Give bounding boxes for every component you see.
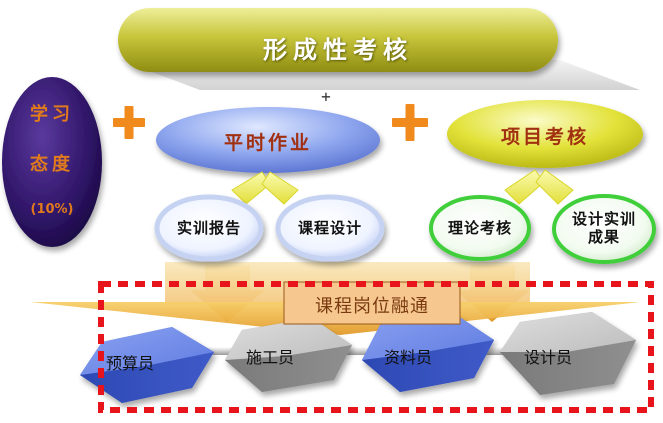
chevron-project xyxy=(504,169,574,205)
attitude-weight: (10%) xyxy=(30,202,74,217)
job-cube-design xyxy=(500,312,636,395)
sub-ellipse-course-design xyxy=(275,194,385,262)
job-group-dashed-border xyxy=(98,281,654,413)
job-label-design: 设计员 xyxy=(523,348,572,367)
sub-label-design-results: 设计实训成果 xyxy=(571,210,636,246)
category-ellipse-project xyxy=(447,100,643,168)
category-ellipse-homework xyxy=(156,107,380,173)
attitude-label-line1: 学习 xyxy=(30,104,74,125)
sub-label-theory-exam: 理论考核 xyxy=(447,219,512,237)
fusion-label: 课程岗位融通 xyxy=(315,296,429,317)
job-label-budget: 预算员 xyxy=(105,354,154,373)
sub-ellipse-theory-exam xyxy=(429,195,531,261)
title-pill xyxy=(118,8,558,72)
chevron-homework xyxy=(231,171,299,205)
plus-sign-right xyxy=(392,104,428,141)
attitude-ellipse xyxy=(2,77,102,247)
sub-label-course-design: 课程设计 xyxy=(297,219,362,237)
diagram-title: 形成性考核 xyxy=(263,36,413,64)
plus-sign-left xyxy=(113,106,145,139)
sub-ellipse-training-report xyxy=(154,194,264,262)
job-label-records: 资料员 xyxy=(383,348,432,367)
job-cube-construction xyxy=(225,318,352,392)
category-label-project: 项目考核 xyxy=(500,126,589,148)
sub-label-training-report: 实训报告 xyxy=(176,219,241,237)
fusion-label-box xyxy=(283,281,461,325)
job-cube-budget xyxy=(80,327,214,403)
sub-ellipse-design-results xyxy=(552,194,656,264)
category-label-homework: 平时作业 xyxy=(223,132,312,154)
attitude-label-line2: 态度 xyxy=(30,154,74,175)
job-label-construction: 施工员 xyxy=(245,348,294,367)
center-marker: + xyxy=(321,87,331,106)
